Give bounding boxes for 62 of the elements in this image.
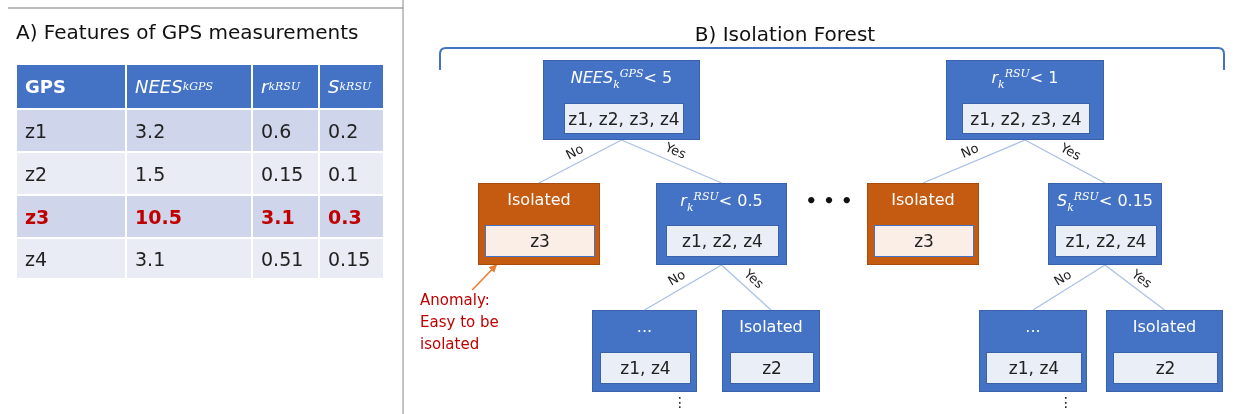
table-cell: 0.1 xyxy=(320,153,385,196)
annotation-text: Anomaly: Easy to be isolated xyxy=(420,290,510,356)
status-label: Isolated xyxy=(890,190,956,209)
decision-node xyxy=(592,310,697,392)
connector-line xyxy=(643,264,723,311)
table-cell: z3 xyxy=(17,196,127,239)
table-cell: 3.2 xyxy=(127,110,253,153)
table-cell: z2 xyxy=(17,153,127,196)
connector-line xyxy=(538,139,623,184)
sample-set-box: z1, z2, z3, z4 xyxy=(962,103,1090,134)
table-cell: 10.5 xyxy=(127,196,253,239)
decision-node xyxy=(946,60,1104,140)
sample-set-box: z2 xyxy=(1113,352,1218,384)
sample-set-box: z2 xyxy=(730,352,814,384)
table-cell: 0.6 xyxy=(253,110,320,153)
decision-node xyxy=(979,310,1087,392)
connector-line xyxy=(1024,139,1106,184)
table-cell: 0.2 xyxy=(320,110,385,153)
table-cell: 1.5 xyxy=(127,153,253,196)
connector-line xyxy=(922,139,1026,184)
connector-line xyxy=(720,264,772,311)
condition-label: Isolated xyxy=(738,317,804,336)
table-cell: 0.51 xyxy=(253,239,320,280)
continuation-mark: ⋮ xyxy=(1058,394,1074,412)
status-label: Isolated xyxy=(506,190,572,209)
table-cell: 3.1 xyxy=(127,239,253,280)
header-cell: GPS xyxy=(17,65,127,110)
decision-node xyxy=(1048,183,1162,265)
connector-line xyxy=(1104,264,1166,311)
decision-node xyxy=(543,60,700,140)
table-cell: 0.15 xyxy=(253,153,320,196)
table-cell: 0.3 xyxy=(320,196,385,239)
condition-label: Isolated xyxy=(1131,317,1198,336)
condition-label: ... xyxy=(1024,317,1042,336)
sample-set-box: z1, z2, z3, z4 xyxy=(564,103,684,134)
decision-node xyxy=(656,183,787,265)
sample-set-box: z1, z4 xyxy=(600,352,691,384)
isolated-node xyxy=(478,183,600,265)
panel-title: A) Features of GPS measurements xyxy=(16,20,360,46)
table-cell: z1 xyxy=(17,110,127,153)
ellipsis-mark: • • • xyxy=(805,190,853,213)
table-cell: z4 xyxy=(17,239,127,280)
arrow xyxy=(471,264,498,291)
condition-label: NEES$_{k}$$^{GPS}$< 5 xyxy=(569,67,674,91)
sample-set-box: z3 xyxy=(485,225,595,257)
sample-set-box: z1, z2, z4 xyxy=(666,225,779,257)
condition-label: ... xyxy=(635,317,654,336)
decision-node xyxy=(1106,310,1223,392)
table-cell: 0.15 xyxy=(320,239,385,280)
continuation-mark: ⋮ xyxy=(672,394,688,412)
decision-node xyxy=(722,310,820,392)
connector-line xyxy=(620,139,723,184)
condition-label: r$_{k}$$^{RSU}$< 0.5 xyxy=(679,190,764,214)
sample-set-box: z1, z4 xyxy=(986,352,1082,384)
condition-label: S$_{k}$$^{RSU}$< 0.15 xyxy=(1055,190,1154,214)
condition-label: r$_{k}$$^{RSU}$< 1 xyxy=(990,67,1060,91)
isolated-node xyxy=(867,183,979,265)
sample-set-box: z3 xyxy=(874,225,974,257)
table-cell: 3.1 xyxy=(253,196,320,239)
panel-title: B) Isolation Forest xyxy=(693,22,877,48)
connector-line xyxy=(1032,264,1106,311)
sample-set-box: z1, z2, z4 xyxy=(1055,225,1157,257)
